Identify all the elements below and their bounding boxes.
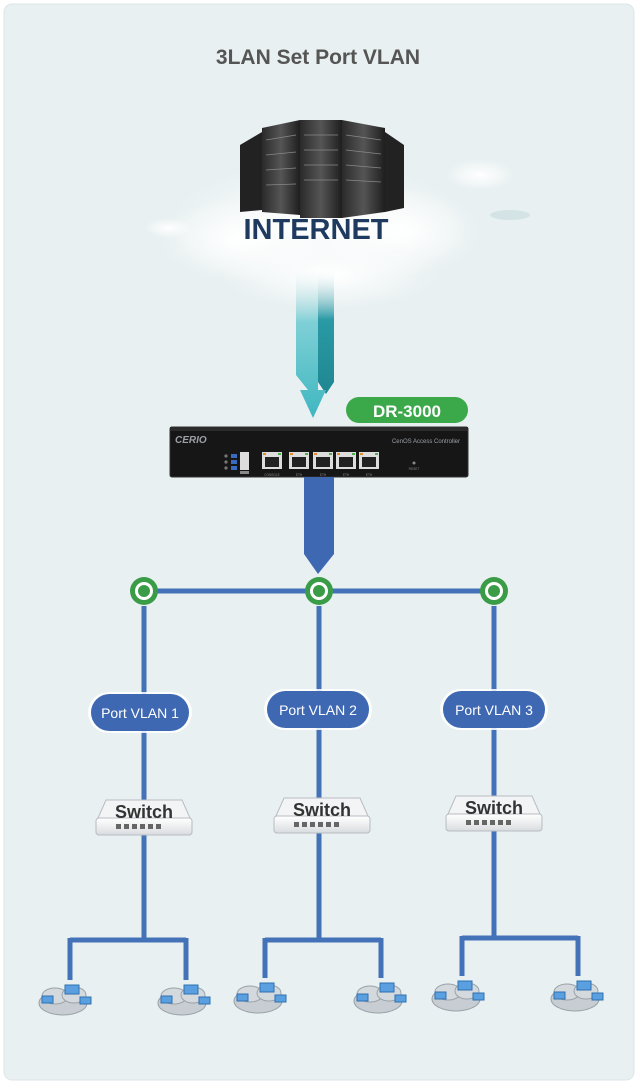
- vlan-pill: Port VLAN 1: [88, 692, 192, 733]
- switch-label: Switch: [115, 802, 173, 822]
- client-cloud-icon: [233, 982, 287, 1014]
- connection-node: [305, 577, 333, 605]
- ethernet-port: CONSOLE: [262, 452, 282, 477]
- access-controller-device: CERIO CenOS Access Controller CONSOLE: [169, 426, 469, 478]
- internet-label: INTERNET: [244, 214, 389, 246]
- ethernet-port: ETH: [359, 452, 379, 477]
- server-rack-icon: [240, 120, 404, 218]
- client-cloud-icon: [157, 984, 211, 1016]
- connection-node: [480, 577, 508, 605]
- vlan-label: Port VLAN 3: [455, 702, 533, 718]
- port-label: ETH: [343, 473, 350, 477]
- client-cloud-icon: [550, 980, 604, 1012]
- vlan-label: Port VLAN 1: [101, 705, 179, 721]
- switch-icon: Switch: [95, 799, 193, 836]
- reset-label: RESET: [409, 467, 420, 471]
- switch-label: Switch: [465, 798, 523, 818]
- vlan-label: Port VLAN 2: [279, 702, 357, 718]
- vlan-branch: Port VLAN 2 Switch: [233, 577, 407, 1014]
- model-badge-label: DR-3000: [373, 402, 441, 421]
- status-leds: [224, 454, 237, 470]
- switch-label: Switch: [293, 800, 351, 820]
- ethernet-port: ETH: [289, 452, 309, 477]
- reset-button-icon: [412, 461, 416, 465]
- switch-icon: Switch: [445, 795, 543, 832]
- uplink-arrow: [296, 270, 334, 418]
- model-badge: DR-3000: [346, 397, 468, 423]
- ethernet-port: ETH: [313, 452, 333, 477]
- client-cloud-icon: [353, 982, 407, 1014]
- device-panel-text: CenOS Access Controller: [392, 439, 460, 445]
- port-label: ETH: [320, 473, 327, 477]
- device-brand: CERIO: [175, 435, 207, 446]
- vlan-pill: Port VLAN 2: [264, 689, 372, 730]
- diagram-title: 3LAN Set Port VLAN: [216, 46, 420, 69]
- port-label: ETH: [366, 473, 373, 477]
- port-label: ETH: [296, 473, 303, 477]
- ethernet-ports: CONSOLE ETH ETH ETH: [262, 452, 379, 477]
- downlink-arrow: [304, 477, 334, 574]
- vlan-branch: Port VLAN 3 Switch: [431, 577, 604, 1012]
- switch-icon: Switch: [273, 797, 371, 834]
- vlan-pill: Port VLAN 3: [440, 689, 548, 730]
- ethernet-port: ETH: [336, 452, 356, 477]
- vlan-branch: Port VLAN 1 Switch: [38, 577, 211, 1016]
- connection-node: [130, 577, 158, 605]
- usb-port-icon: [240, 452, 249, 470]
- client-cloud-icon: [38, 984, 92, 1016]
- client-cloud-icon: [431, 980, 485, 1012]
- port-label: CONSOLE: [264, 473, 280, 477]
